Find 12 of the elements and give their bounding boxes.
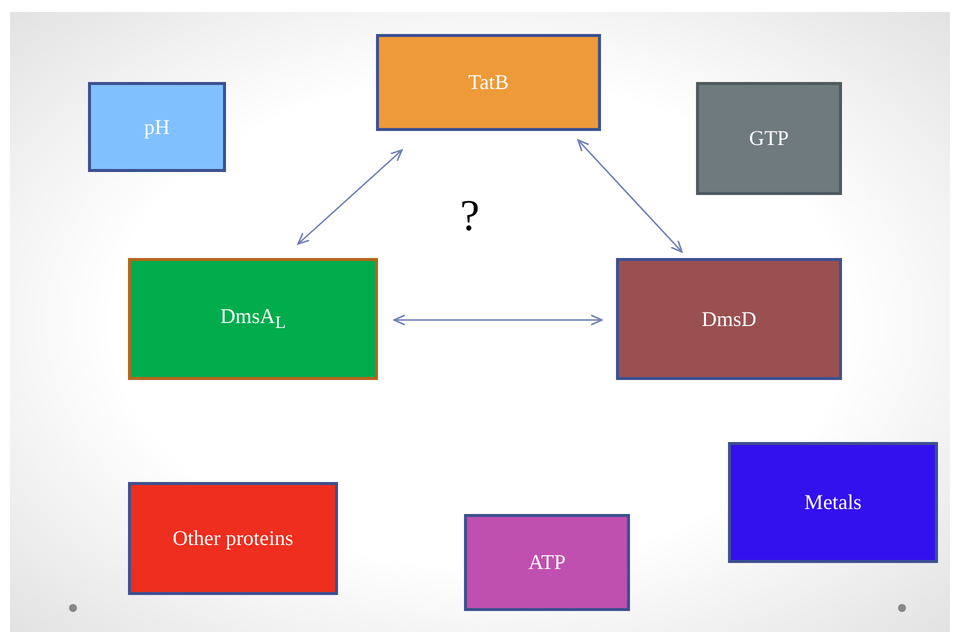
metals-box: Metals	[728, 442, 938, 563]
double-arrow	[393, 314, 603, 326]
protein-box: DmsA$_{L}$	[128, 258, 378, 380]
atp-box: ATP	[464, 514, 630, 611]
double-arrow	[577, 139, 683, 253]
protein-box: TatB	[376, 34, 601, 131]
gtp-box: GTP	[696, 82, 842, 195]
ph-box: pH	[88, 82, 226, 172]
proteins-box: Other proteins	[128, 482, 338, 595]
double-arrow	[297, 149, 403, 245]
question-mark: ?	[460, 190, 480, 241]
protein-box: DmsD	[616, 258, 842, 380]
